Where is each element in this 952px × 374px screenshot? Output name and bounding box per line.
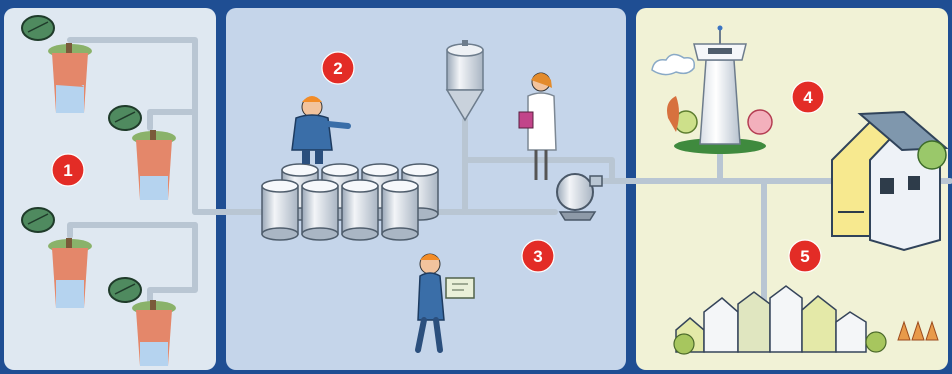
step-number: 2 xyxy=(333,59,342,78)
tree-icon xyxy=(109,106,141,130)
step-number: 3 xyxy=(533,247,542,266)
storage-tanks xyxy=(262,164,438,240)
step-number: 5 xyxy=(800,247,809,266)
tree-icon xyxy=(22,16,54,40)
step-number: 1 xyxy=(63,161,72,180)
step-badge-1: 1 xyxy=(52,154,84,186)
step-badge-3: 3 xyxy=(522,240,554,272)
storage-tank-icon xyxy=(382,180,418,240)
storage-tank-icon xyxy=(262,180,298,240)
storage-tank-icon xyxy=(342,180,378,240)
tree-icon xyxy=(22,208,54,232)
tree-icon xyxy=(109,278,141,302)
step-badge-5: 5 xyxy=(789,240,821,272)
storage-tank-icon xyxy=(302,180,338,240)
step-number: 4 xyxy=(803,88,813,107)
step-badge-2: 2 xyxy=(322,52,354,84)
panel-wells xyxy=(4,8,216,370)
step-badge-4: 4 xyxy=(792,81,824,113)
